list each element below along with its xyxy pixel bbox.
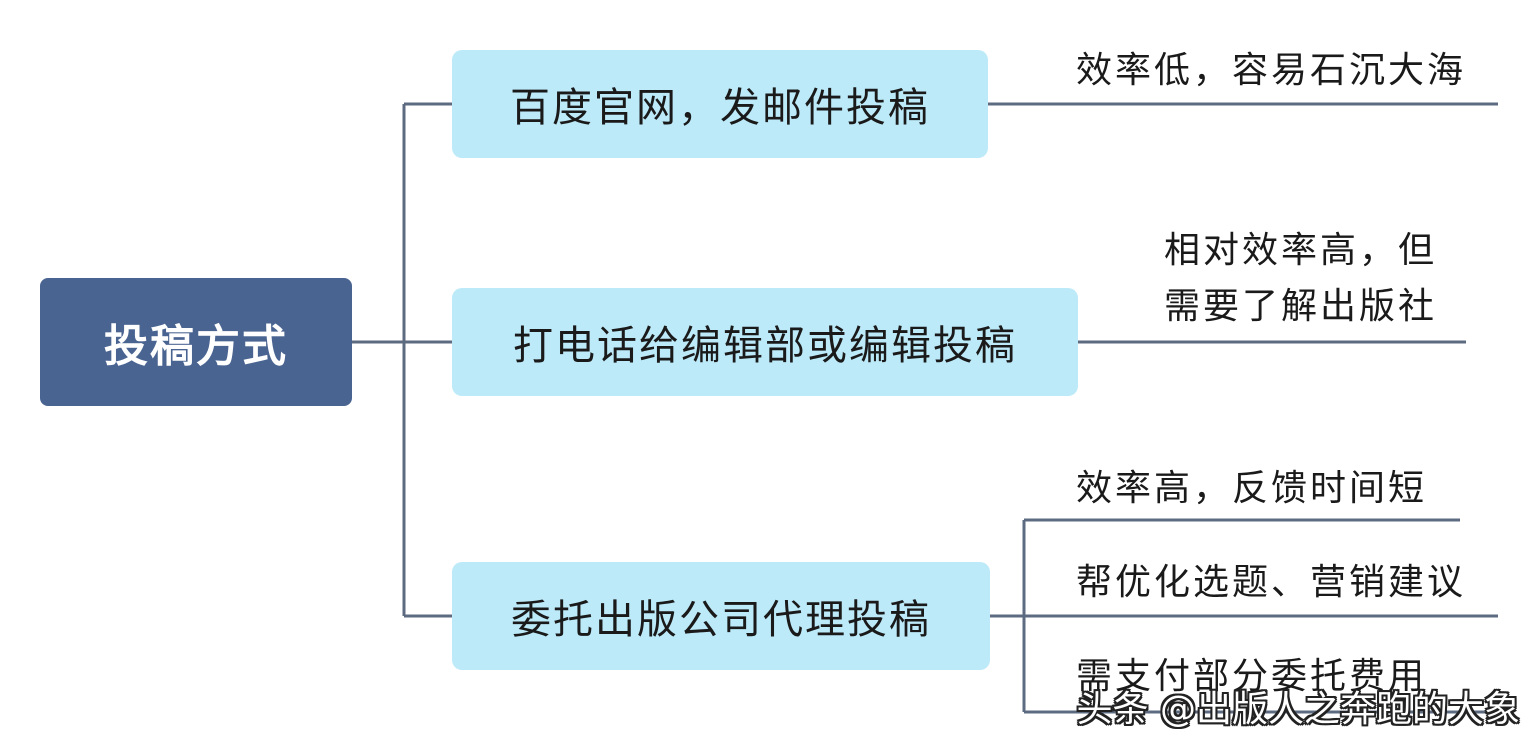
root-label: 投稿方式	[104, 321, 288, 372]
leaf-note: 相对效率高，但	[1164, 230, 1438, 271]
leaf-note: 需要了解出版社	[1164, 286, 1438, 327]
branch-node-agency-submission: 委托出版公司代理投稿	[452, 562, 990, 670]
watermark: 头条 @出版人之奔跑的大象	[1076, 689, 1520, 730]
branch-label: 百度官网，发邮件投稿	[510, 85, 930, 131]
branch-node-email-submission: 百度官网，发邮件投稿	[452, 50, 988, 158]
branch-node-phone-submission: 打电话给编辑部或编辑投稿	[452, 288, 1078, 396]
root-node: 投稿方式	[40, 278, 352, 406]
leaf-note: 帮优化选题、营销建议	[1076, 562, 1467, 603]
leaf-note: 效率低，容易石沉大海	[1076, 50, 1467, 91]
leaf-note: 需支付部分委托费用	[1076, 656, 1428, 697]
leaf-note: 效率高，反馈时间短	[1076, 468, 1428, 509]
branch-label: 委托出版公司代理投稿	[511, 597, 931, 643]
branch-label: 打电话给编辑部或编辑投稿	[513, 323, 1017, 369]
